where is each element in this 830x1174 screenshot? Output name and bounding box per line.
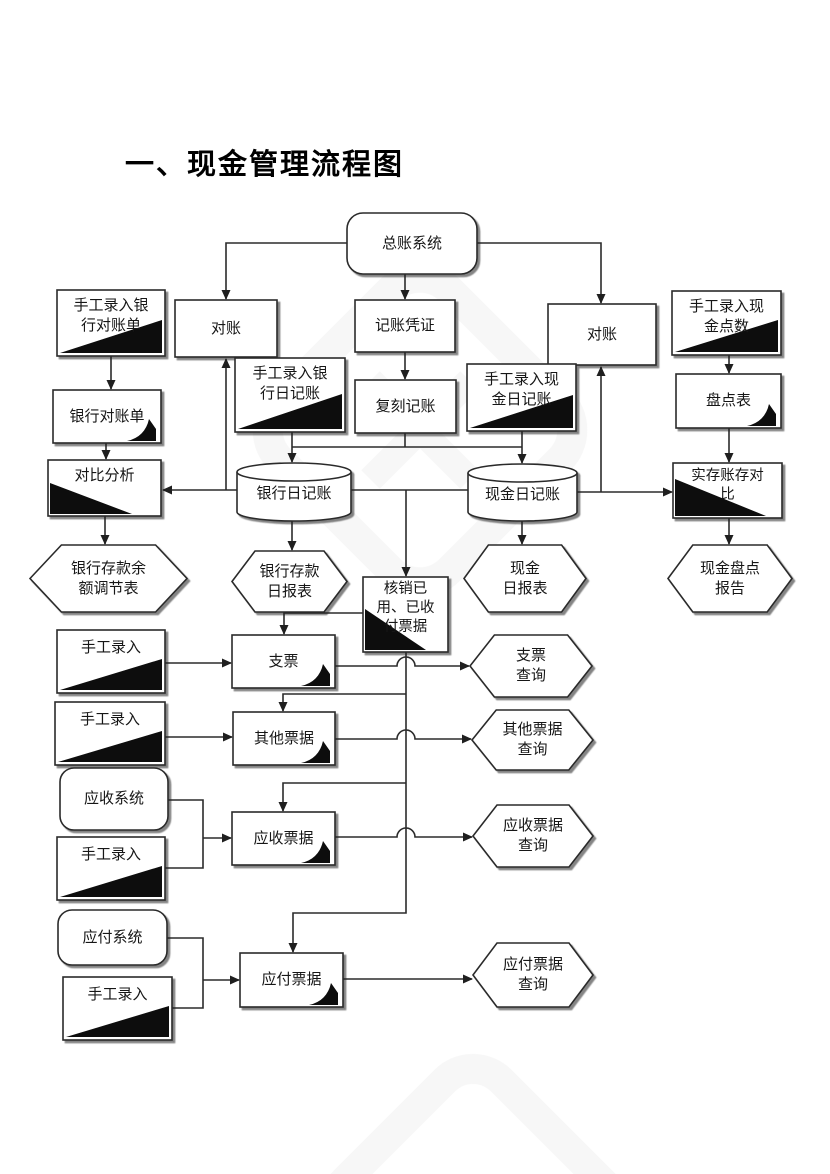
- node-writeoff-bills-shape: [362, 576, 449, 653]
- node-manual-cash-journal-shape: [466, 363, 577, 432]
- node-general-ledger-shape: [346, 212, 478, 275]
- node-bank-daily-report-shape: [230, 550, 349, 613]
- node-bank-journal-db-shape: [236, 462, 352, 522]
- node-cash-daily-report-shape: [463, 544, 587, 613]
- node-compare-analysis-shape: [47, 459, 162, 517]
- node-manual-input-1-shape: [56, 629, 166, 694]
- node-recon-left-shape: [174, 299, 278, 358]
- node-manual-bank-statement-shape: [56, 289, 166, 357]
- node-ap-system-shape: [57, 909, 168, 966]
- node-bank-balance-adjustment-shape: [28, 544, 189, 613]
- flow-connectors: [100, 242, 734, 1009]
- node-manual-input-4-shape: [62, 976, 173, 1041]
- node-check-query-shape: [468, 634, 594, 698]
- node-replay-booking-shape: [354, 379, 457, 434]
- node-ap-bills-doc-shape: [239, 952, 344, 1008]
- node-recon-right-shape: [547, 303, 657, 366]
- node-manual-bank-journal-shape: [234, 357, 346, 433]
- node-check-doc-shape: [231, 634, 336, 689]
- node-inventory-sheet-shape: [675, 373, 782, 429]
- node-manual-input-3-shape: [56, 836, 166, 901]
- node-cash-journal-db-shape: [467, 463, 578, 522]
- node-ap-bills-query-shape: [472, 942, 594, 1008]
- node-other-bills-doc-shape: [232, 711, 336, 766]
- node-ar-bills-doc-shape: [231, 811, 336, 866]
- node-ar-bills-query-shape: [471, 804, 595, 868]
- node-cash-inventory-report-shape: [667, 544, 793, 613]
- node-physical-book-compare-shape: [672, 462, 783, 519]
- node-manual-cash-count-shape: [671, 290, 782, 356]
- node-bank-statement-shape: [52, 389, 162, 444]
- node-manual-input-2-shape: [54, 701, 166, 766]
- node-ar-system-shape: [59, 767, 169, 831]
- node-voucher-shape: [354, 299, 456, 353]
- page-title: 一、现金管理流程图: [125, 149, 405, 181]
- node-other-bills-query-shape: [470, 709, 595, 771]
